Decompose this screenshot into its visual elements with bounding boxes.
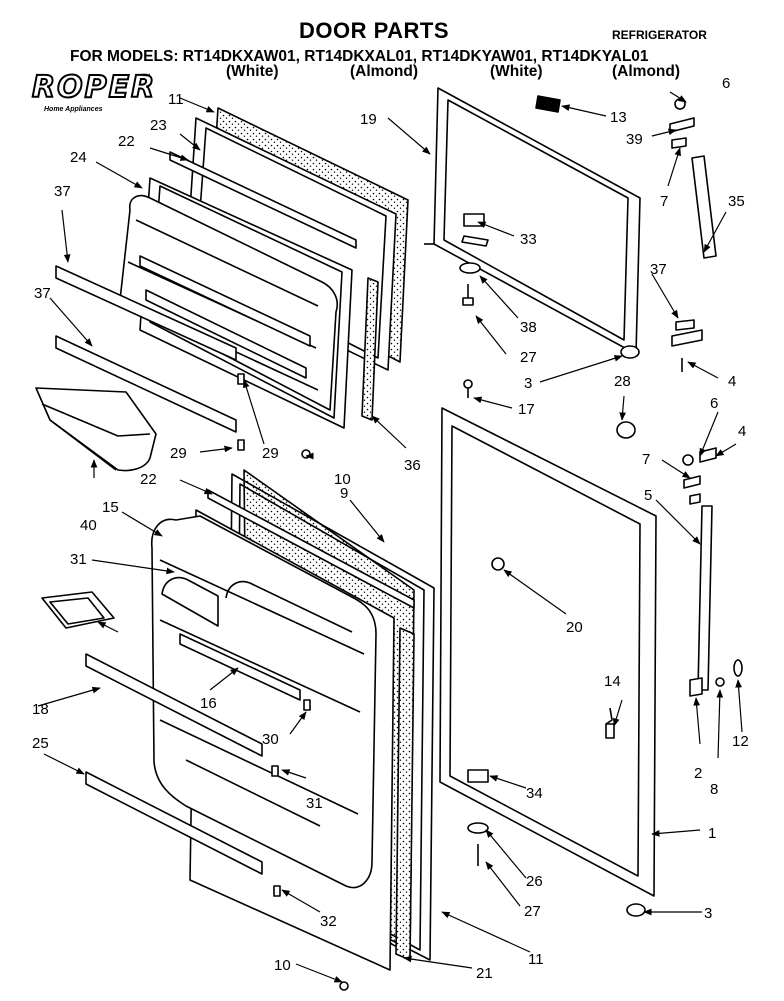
variant-label: (Almond) bbox=[350, 63, 419, 80]
callout-label: 14 bbox=[604, 673, 621, 690]
callout-label: 34 bbox=[526, 785, 543, 802]
model-list: FOR MODELS: RT14DKXAW01, RT14DKXAL01, RT… bbox=[70, 48, 649, 65]
freezer-door-liner bbox=[119, 177, 353, 429]
callout-label: 31 bbox=[70, 551, 87, 568]
callout-label: 23 bbox=[150, 117, 167, 134]
callout-label: 28 bbox=[614, 373, 631, 390]
callout-label: 18 bbox=[32, 701, 49, 718]
variant-label: (White) bbox=[490, 63, 543, 80]
callout-label: 33 bbox=[520, 231, 537, 248]
callout-label: 3 bbox=[524, 375, 532, 392]
callout-label: 39 bbox=[626, 131, 643, 148]
callout-label: 27 bbox=[524, 903, 541, 920]
callout-label: 11 bbox=[168, 91, 184, 108]
fresh-food-shelf-rails bbox=[85, 653, 263, 875]
callout-label: 35 bbox=[728, 193, 745, 210]
callout-label: 10 bbox=[334, 471, 351, 488]
callout-label: 5 bbox=[644, 487, 652, 504]
callout-label: 29 bbox=[170, 445, 187, 462]
callout-label: 20 bbox=[566, 619, 583, 636]
callout-label: 22 bbox=[118, 133, 135, 150]
callout-label: 37 bbox=[54, 183, 71, 200]
callout-leaders bbox=[37, 91, 743, 983]
callout-label: 31 bbox=[306, 795, 323, 812]
callout-labels: 11 22 23 24 37 37 40 29 29 10 36 19 13 6… bbox=[32, 75, 749, 982]
callout-label: 6 bbox=[722, 75, 730, 92]
callout-label: 7 bbox=[642, 451, 650, 468]
freezer-bucket bbox=[35, 387, 157, 472]
callout-label: 16 bbox=[200, 695, 217, 712]
freezer-door-panel bbox=[424, 87, 641, 355]
callout-label: 4 bbox=[738, 423, 746, 440]
callout-label: 17 bbox=[518, 401, 535, 418]
fresh-food-liner-strip bbox=[395, 627, 415, 961]
variant-label: (White) bbox=[226, 63, 279, 80]
top-hinge-hardware bbox=[669, 98, 717, 372]
callout-label: 38 bbox=[520, 319, 537, 336]
callout-label: 21 bbox=[476, 965, 493, 982]
product-category: REFRIGERATOR bbox=[612, 28, 707, 42]
callout-label: 12 bbox=[732, 733, 749, 750]
callout-label: 37 bbox=[34, 285, 51, 302]
freezer-door-label bbox=[535, 95, 561, 113]
dairy-tray bbox=[41, 591, 115, 629]
callout-label: 1 bbox=[708, 825, 716, 842]
center-hinge-hardware bbox=[463, 379, 743, 739]
logo-tagline: Home Appliances bbox=[44, 106, 103, 113]
door-stop-clips bbox=[237, 373, 311, 897]
handle-bracket bbox=[491, 557, 505, 571]
callout-label: 2 bbox=[694, 765, 702, 782]
callout-label: 15 bbox=[102, 499, 119, 516]
callout-label: 10 bbox=[274, 957, 291, 974]
callout-label: 9 bbox=[340, 485, 348, 502]
callout-label: 8 bbox=[710, 781, 718, 798]
callout-label: 3 bbox=[704, 905, 712, 922]
callout-label: 30 bbox=[262, 731, 279, 748]
callout-label: 6 bbox=[710, 395, 718, 412]
callout-label: 25 bbox=[32, 735, 49, 752]
logo-trademark: ™ bbox=[142, 72, 151, 82]
callout-label: 4 bbox=[728, 373, 736, 390]
callout-label: 13 bbox=[610, 109, 627, 126]
freezer-bin-cover bbox=[169, 151, 357, 249]
callout-label: 37 bbox=[650, 261, 667, 278]
callout-label: 26 bbox=[526, 873, 543, 890]
callout-label: 36 bbox=[404, 457, 421, 474]
callout-label: 40 bbox=[80, 517, 97, 534]
freezer-shelf-rails bbox=[55, 265, 237, 433]
callout-label: 22 bbox=[140, 471, 157, 488]
fresh-food-outer-door bbox=[439, 407, 657, 897]
callout-label: 27 bbox=[520, 349, 537, 366]
freezer-door-foot bbox=[620, 345, 640, 359]
callout-label: 29 bbox=[262, 445, 279, 462]
callout-label: 24 bbox=[70, 149, 87, 166]
variant-label: (Almond) bbox=[612, 63, 681, 80]
roper-logo: ROPER ™ Home Appliances bbox=[30, 69, 155, 120]
callout-label: 19 bbox=[360, 111, 377, 128]
logo-wordmark: ROPER bbox=[31, 69, 157, 106]
callout-label: 11 bbox=[528, 951, 544, 968]
callout-label: 7 bbox=[660, 193, 668, 210]
callout-label: 32 bbox=[320, 913, 337, 930]
fresh-food-bin-cover bbox=[207, 489, 415, 609]
diagram-title: DOOR PARTS bbox=[298, 18, 450, 43]
